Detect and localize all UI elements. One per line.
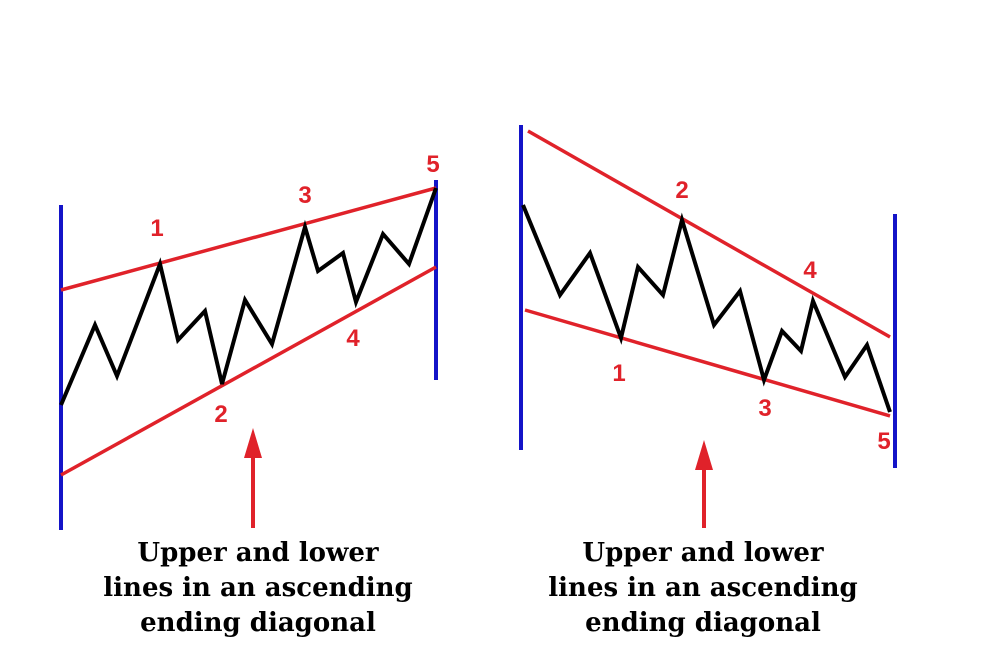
wave-label-4: 4: [803, 257, 817, 284]
wave-label-1: 1: [150, 215, 163, 242]
upper-trendline: [60, 186, 437, 292]
right-caption: Upper and lower lines in an ascending en…: [493, 536, 913, 641]
caption-line: Upper and lower: [137, 538, 379, 568]
caption-line: ending diagonal: [140, 608, 376, 638]
caption-line: Upper and lower: [582, 538, 824, 568]
caption-line: ending diagonal: [585, 608, 821, 638]
caption-line: lines in an ascending: [103, 573, 413, 603]
wave-label-4: 4: [346, 325, 360, 352]
wave-label-5: 5: [877, 428, 890, 455]
wave-label-2: 2: [675, 177, 688, 204]
descending-diagonal-panel: 2 4 1 3 5: [519, 125, 897, 528]
wave-label-5: 5: [426, 151, 439, 178]
up-arrow: [244, 428, 262, 528]
price-wave: [59, 187, 438, 406]
ascending-diagonal-panel: 1 3 5 2 4: [59, 151, 440, 530]
price-wave: [521, 204, 892, 413]
wave-label-3: 3: [758, 395, 771, 422]
caption-line: lines in an ascending: [548, 573, 858, 603]
left-caption: Upper and lower lines in an ascending en…: [48, 536, 468, 641]
wave-label-1: 1: [612, 360, 625, 387]
arrow-head: [244, 428, 262, 458]
lower-trendline: [524, 308, 891, 418]
arrow-head: [695, 440, 713, 470]
upper-trendline: [527, 129, 891, 339]
wave-label-2: 2: [214, 401, 227, 428]
lower-trendline: [60, 265, 437, 477]
wave-label-3: 3: [298, 182, 311, 209]
up-arrow: [695, 440, 713, 528]
